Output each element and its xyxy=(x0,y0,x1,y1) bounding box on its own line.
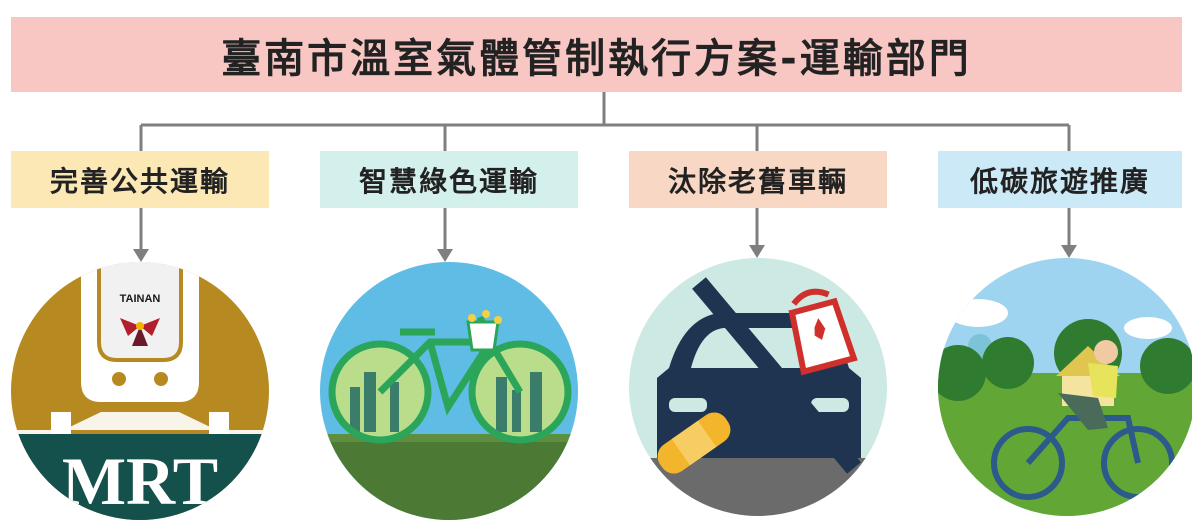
green-bicycle-image xyxy=(320,262,578,520)
category-phase-out-old-vehicles: 汰除老舊車輛 xyxy=(629,151,887,208)
mrt-text: MRT xyxy=(62,443,218,519)
phase-out-car-image xyxy=(629,258,887,516)
mrt-badge-text: TAINAN xyxy=(120,293,161,305)
category-label: 智慧綠色運輸 xyxy=(358,164,539,198)
category-smart-green-transport: 智慧綠色運輸 xyxy=(320,151,578,208)
category-public-transport: 完善公共運輸 xyxy=(11,151,269,208)
category-low-carbon-tourism: 低碳旅遊推廣 xyxy=(938,151,1182,208)
category-label: 汰除老舊車輛 xyxy=(667,164,848,198)
category-label: 低碳旅遊推廣 xyxy=(969,164,1150,198)
category-label: 完善公共運輸 xyxy=(49,164,230,198)
title-banner: 臺南市溫室氣體管制執行方案-運輸部門 xyxy=(11,17,1182,92)
mrt-train-image: TAINAN MRT xyxy=(11,262,269,520)
low-carbon-tourism-image xyxy=(938,258,1192,516)
diagram-title: 臺南市溫室氣體管制執行方案-運輸部門 xyxy=(221,35,972,82)
